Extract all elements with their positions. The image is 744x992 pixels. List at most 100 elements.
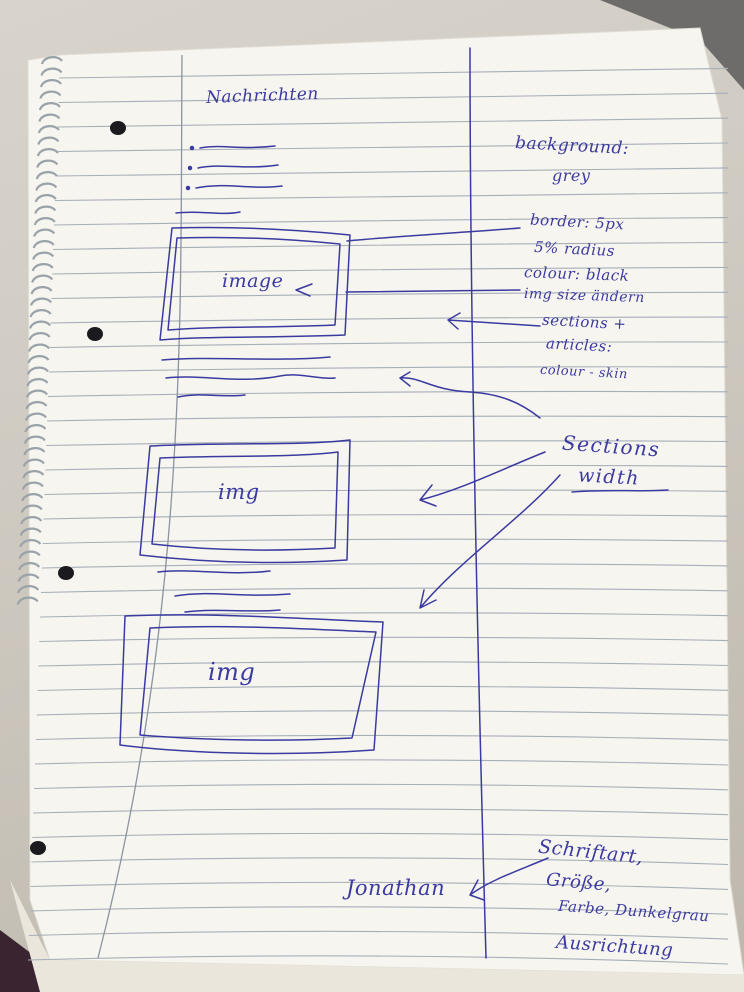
divider-line [469,47,487,959]
page-edges [10,880,744,992]
annotation-arrows [345,227,561,901]
ruled-line [59,67,729,79]
image-box-1-label: image [222,270,284,292]
image-box-3-label: img [208,658,256,686]
ruled-line [43,514,729,520]
ruled-line [41,563,729,569]
ruled-line [34,783,729,791]
spiral-coil [20,504,43,513]
ruled-line [29,906,729,915]
page-heading: Nachrichten [205,84,320,108]
ink-sketch [119,47,669,959]
ruled-line [53,241,729,251]
ruled-line [33,808,729,816]
spiral-coil [26,366,49,375]
spiral-coil [37,125,60,134]
spiral-coil [30,297,53,306]
arrow-border [346,227,521,242]
spiral-coil [38,102,61,111]
spiral-coil [20,516,43,525]
spiral-binding [16,56,63,605]
ruled-line [51,291,729,300]
spiral-coil [21,493,44,502]
spiral-coil [24,424,47,433]
spiral-coil [27,355,50,364]
text-lines-2 [157,570,291,613]
spiral-coil [24,412,47,421]
notebook-page [27,27,744,976]
note-articles: articles: [545,334,613,356]
spiral-coil [22,470,45,479]
spiral-coil [37,136,60,145]
spiral-coil [34,194,57,203]
spiral-coil [36,159,59,168]
spiral-coil [19,539,42,548]
desk-object [600,0,744,90]
spiral-coil [40,56,63,65]
image-box-1 [159,226,351,341]
spiral-coil [35,171,58,180]
arrow-width-2 [419,474,561,609]
spiral-coil [32,240,55,249]
spiral-coil [23,435,46,444]
note-sections: Sections [561,430,662,462]
ruled-line [31,857,729,866]
spiral-coil [19,527,42,536]
ruled-line [49,341,729,349]
spiral-coil [17,573,40,582]
arrow-sections [447,312,541,330]
spiral-coil [36,148,59,157]
spiral-coil [18,562,41,571]
image-box-2 [139,439,351,564]
spiral-coil [39,79,62,88]
ruled-line [35,734,729,741]
spiral-coil [31,263,54,272]
spiral-coil [40,67,63,76]
spiral-coil [23,447,46,456]
ruled-line [58,92,729,104]
ruled-line [47,415,729,422]
punch-holes [30,121,126,855]
ruled-line [28,930,729,940]
ruled-line [42,538,729,545]
spiral-coil [32,251,55,260]
ruled-line [50,316,729,324]
note-colour-black: colour: black [523,263,630,285]
bullet-list [175,145,283,215]
note-img-size: img size ändern [523,285,646,307]
spiral-coil [26,378,49,387]
ruled-line [40,587,729,594]
spiral-coil [30,286,53,295]
note-width: width [577,464,641,490]
arrow-width-1 [419,451,546,507]
ruled-line [46,440,729,447]
width-underline [571,489,669,493]
ruled-line [57,117,729,128]
ruled-line [53,217,729,226]
ruled-line [48,366,729,373]
ruled-line [34,759,729,766]
margin-line [97,54,183,959]
spiral-coil [39,90,62,99]
spiral-coil [21,481,44,490]
spiral-coil [38,113,61,122]
spiral-coil [18,550,41,559]
note-grey: grey [552,166,591,185]
ruled-line [37,685,729,692]
spiral-coil [29,309,52,318]
spiral-coil [25,389,48,398]
spiral-coil [33,217,56,226]
ruled-line [38,661,729,667]
arrow-colour [399,371,541,419]
ruled-line [47,390,729,398]
spiral-coil [25,401,48,410]
ruled-lines [27,67,729,965]
spiral-coil [28,332,51,341]
spiral-coil [17,585,40,594]
spiral-coil [35,182,58,191]
image-box-3 [119,614,384,755]
spiral-coil [16,596,39,605]
ruled-line [55,167,729,177]
ruled-line [30,881,729,890]
